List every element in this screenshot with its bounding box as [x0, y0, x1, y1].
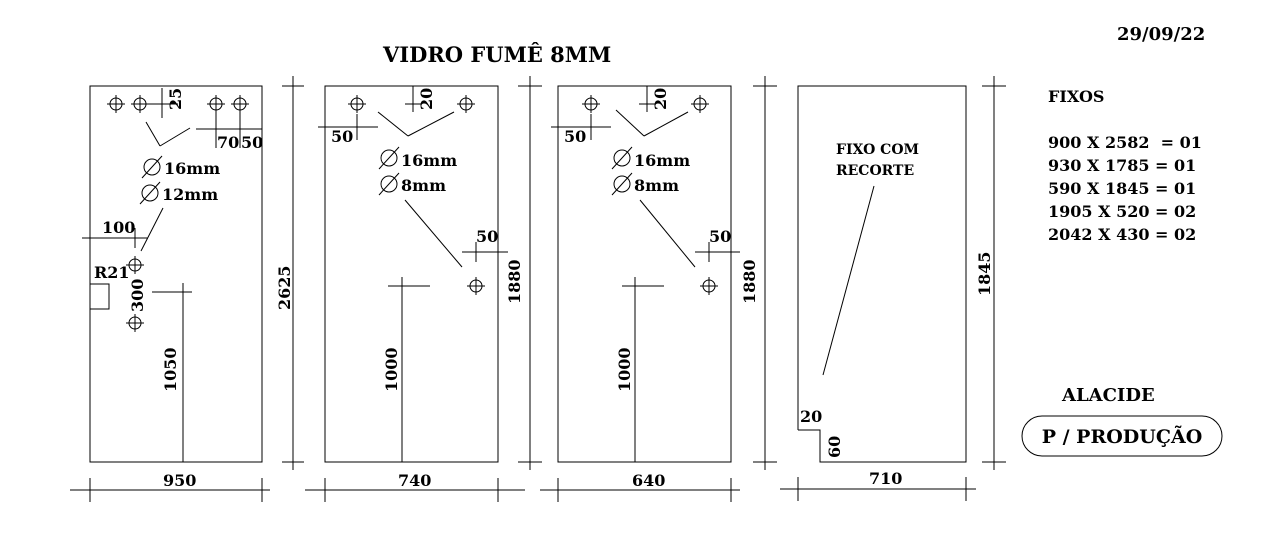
fixos-line: 590 X 1845 = 01: [1048, 179, 1196, 198]
panel-1-hole-label-1: 16mm: [164, 159, 220, 178]
panel-3-hole-label-1: 16mm: [634, 151, 690, 170]
drawing-title: VIDRO FUMÊ 8MM: [382, 42, 611, 67]
panel-3-hole-label-2: 8mm: [634, 176, 679, 195]
panel-2-hole-label-1: 16mm: [401, 151, 457, 170]
production-stamp-frame: [1021, 415, 1223, 457]
panel-3-top-offset: 20: [651, 88, 670, 110]
panel-4-note-line-2: RECORTE: [836, 163, 914, 179]
panel-2-handle-height: 1000: [382, 347, 401, 392]
production-stamp: P / PRODUÇÃO: [1042, 425, 1203, 448]
hole-mark: [467, 277, 485, 295]
panel-4-notch-w: 20: [800, 407, 822, 426]
hole-mark: [207, 95, 225, 113]
panel-3-height: 1880: [740, 259, 759, 304]
fixos-line: 930 X 1785 = 01: [1048, 156, 1196, 175]
drawing-date: 29/09/22: [1117, 24, 1205, 45]
fixos-heading: FIXOS: [1048, 87, 1104, 106]
client-name: ALACIDE: [1061, 385, 1155, 406]
panel-1: 25 70 50 16mm 12mm 100 R21 300 105: [70, 76, 304, 502]
panel-3-handle-height: 1000: [615, 347, 634, 392]
panel-1-right-a: 70: [217, 133, 239, 152]
panel-2-height: 1880: [505, 259, 524, 304]
fixos-line: 2042 X 430 = 02: [1048, 225, 1196, 244]
panel-2-glass: [324, 85, 499, 463]
panel-3: 20 50 16mm 8mm 50 1000 640 1880: [540, 76, 777, 502]
fixos-line: 1905 X 520 = 02: [1048, 202, 1196, 221]
hole-mark: [348, 95, 366, 113]
hole-mark: [582, 95, 600, 113]
hole-mark: [126, 256, 144, 274]
hole-mark: [126, 314, 144, 332]
panel-3-glass: [557, 85, 732, 463]
panel-1-glass: [89, 85, 263, 463]
panel-2-left-offset: 50: [331, 127, 353, 146]
panel-4-width: 710: [869, 469, 902, 488]
panel-4-notch-h: 60: [825, 436, 844, 458]
panel-4-note-line-1: FIXO COM: [836, 142, 919, 158]
panel-2-top-offset: 20: [417, 88, 436, 110]
hole-mark: [107, 95, 125, 113]
fixos-line: 900 X 2582 = 01: [1048, 133, 1202, 152]
panel-1-height: 2625: [275, 265, 294, 310]
hole-mark: [457, 95, 475, 113]
panel-1-notch: [90, 283, 110, 310]
panel-1-width: 950: [163, 471, 196, 490]
panel-2-hole-label-2: 8mm: [401, 176, 446, 195]
panel-1-top-offset: 25: [166, 88, 185, 110]
panel-2-width: 740: [398, 471, 431, 490]
fixos-list: FIXOS 900 X 2582 = 01 930 X 1785 = 01 59…: [1048, 87, 1202, 244]
panel-3-right-offset: 50: [709, 227, 731, 246]
hole-mark: [691, 95, 709, 113]
panel-1-left-offset: 100: [102, 218, 135, 237]
panel-2-right-offset: 50: [476, 227, 498, 246]
panel-3-left-offset: 50: [564, 127, 586, 146]
panel-4-height: 1845: [975, 251, 994, 296]
panel-4: FIXO COM RECORTE 20 60 710 1845: [780, 76, 1006, 501]
hole-mark: [700, 277, 718, 295]
hole-mark: [231, 95, 249, 113]
panel-1-handle-height: 1050: [161, 347, 180, 392]
panel-1-radius: R21: [94, 263, 130, 282]
panel-4-glass: [797, 85, 967, 463]
panel-3-width: 640: [632, 471, 665, 490]
panel-1-right-b: 50: [241, 133, 263, 152]
panel-2: 20 50 16mm 8mm 50 1000 740 1880: [305, 76, 542, 502]
panel-1-spacing: 300: [128, 279, 147, 312]
panel-1-hole-label-2: 12mm: [162, 185, 218, 204]
